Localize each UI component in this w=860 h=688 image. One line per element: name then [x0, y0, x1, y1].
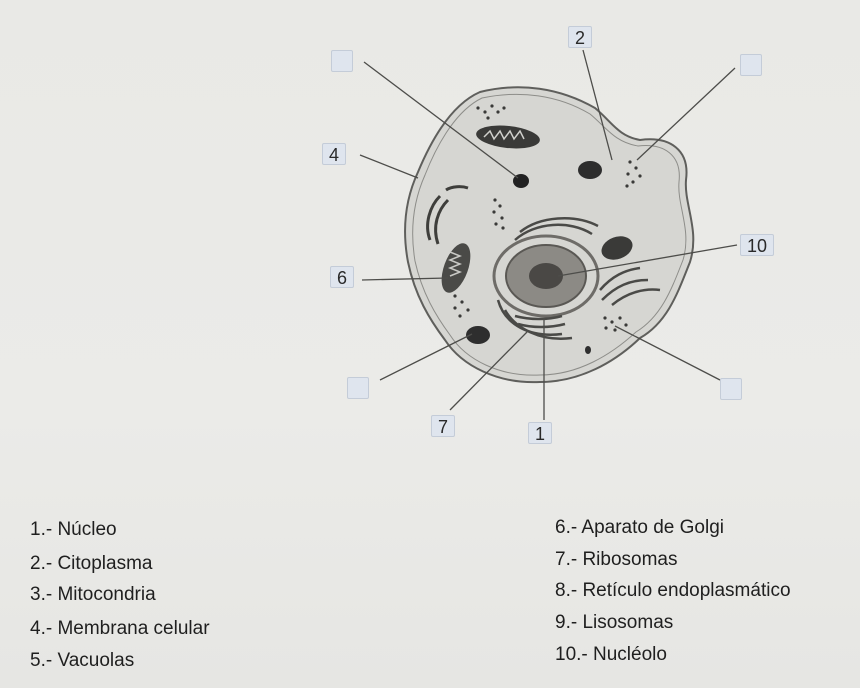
legend-item-1: 1.- Núcleo	[30, 519, 117, 540]
mitochondrion-left-cristae	[447, 251, 463, 277]
marker-lower-left	[347, 377, 369, 399]
legend-item-2: 2.- Citoplasma	[30, 553, 153, 574]
leader-lines	[359, 49, 738, 420]
legend-item-6: 6.- Aparato de Golgi	[555, 517, 724, 538]
endoplasmic-reticulum	[496, 217, 661, 340]
marker-6: 6	[330, 266, 355, 288]
marker-7: 7	[431, 415, 456, 437]
nucleolus	[529, 263, 563, 289]
vacuole-top	[578, 161, 602, 179]
legend-item-9: 9.- Lisosomas	[555, 612, 674, 633]
vesicle-small	[585, 346, 591, 354]
legend-item-5: 5.- Vacuolas	[30, 650, 135, 671]
mitochondrion-left	[441, 243, 471, 293]
cell-membrane-inner	[412, 93, 687, 376]
mitochondrion-top-cristae	[483, 129, 525, 141]
marker-lower-right	[720, 378, 742, 400]
marker-top-left	[331, 50, 353, 72]
marker-2: 2	[568, 26, 593, 48]
legend-item-10: 10.- Nucléolo	[555, 644, 667, 665]
golgi-left	[426, 185, 469, 245]
mitochondrion-top	[476, 125, 540, 149]
golgi-bottom	[514, 314, 566, 329]
vacuole-right	[601, 236, 633, 260]
ribosomes	[453, 104, 642, 332]
nucleus-envelope	[492, 234, 600, 318]
marker-10: 10	[740, 234, 775, 256]
legend-item-7: 7.- Ribosomas	[555, 549, 678, 570]
legend-item-4: 4.- Membrana celular	[30, 618, 210, 639]
vacuole-bottom	[466, 326, 490, 344]
marker-4: 4	[322, 143, 347, 165]
legend-item-8: 8.- Retículo endoplasmático	[555, 580, 791, 601]
marker-top-right	[740, 54, 762, 76]
legend-item-3: 3.- Mitocondria	[30, 584, 156, 605]
marker-1: 1	[528, 422, 553, 444]
